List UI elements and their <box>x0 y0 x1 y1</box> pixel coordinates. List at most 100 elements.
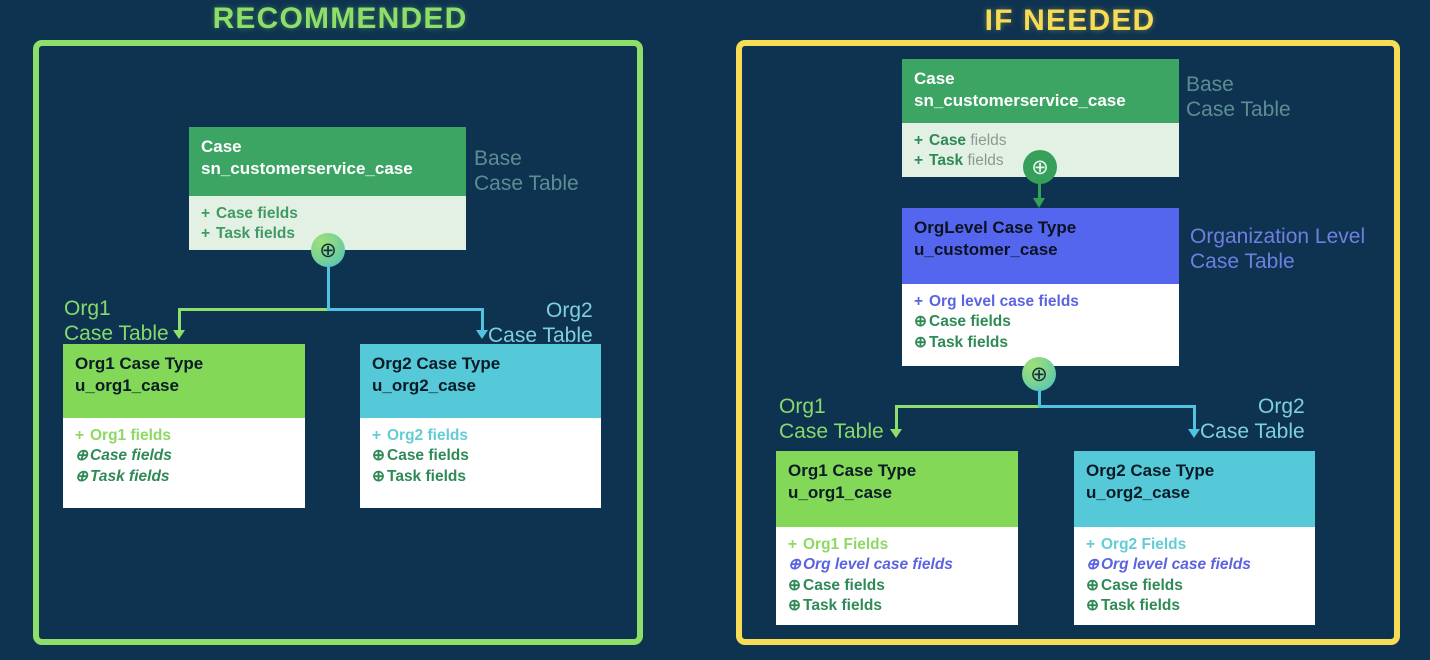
plus-icon: + <box>1086 536 1096 553</box>
field-label: Org level case fields <box>929 293 1079 310</box>
field-label: Org2 fields <box>387 427 468 444</box>
field-row: ⊕Org level case fields <box>1086 555 1303 575</box>
field-label: Case fields <box>803 576 885 594</box>
label-line1: Org2 <box>546 299 593 322</box>
field-row: ⊕Case fields <box>1086 576 1303 596</box>
field-label: Case fields <box>929 313 1011 331</box>
label-base-case-table-if-needed: Base Case Table <box>1186 72 1291 122</box>
label-line1: Org1 <box>779 395 826 418</box>
field-label: Task fields <box>387 467 466 485</box>
field-row: ⊕Case fields <box>788 576 1006 596</box>
card-org1-if-needed: Org1 Case Type u_org1_case +Org1 Fields … <box>776 451 1018 625</box>
field-row: ⊕Task fields <box>372 467 589 487</box>
card-title: Org2 Case Type <box>1086 461 1215 480</box>
label-line2: Case Table <box>474 172 579 196</box>
field-label: Task fields <box>90 467 170 485</box>
field-row: + Case fields <box>201 204 454 224</box>
label-org2-case-table-if-needed: Org2 Case Table <box>1200 394 1305 444</box>
card-title: Org1 Case Type <box>75 354 204 373</box>
field-label: Case fields <box>90 447 172 465</box>
field-label: Org1 Fields <box>803 536 889 553</box>
field-label: Task fields <box>1101 597 1180 615</box>
field-label: Case fields <box>1101 576 1183 594</box>
label-line2: Case Table <box>779 420 884 444</box>
label-line2: Case Table <box>488 324 593 348</box>
card-title: Case <box>201 137 242 156</box>
card-header: Org2 Case Type u_org2_case <box>1074 451 1315 527</box>
field-label: Case fields <box>216 205 298 222</box>
field-row: +Org1 Fields <box>788 535 1006 555</box>
card-orglevel-if-needed: OrgLevel Case Type u_customer_case +Org … <box>902 208 1179 366</box>
field-row: + Org1 fields <box>75 426 293 446</box>
field-row: ⊕Case fields <box>914 312 1167 332</box>
label-line2: Case Table <box>64 322 169 346</box>
plus-icon: + <box>372 427 382 444</box>
heading-if-needed: IF NEEDED <box>984 4 1156 37</box>
plus-icon: + <box>201 205 211 222</box>
card-title: Org1 Case Type <box>788 461 917 480</box>
connector-drop-left <box>178 308 181 332</box>
field-row: ⊕Case fields <box>372 446 589 466</box>
circle-plus-icon: ⊕ <box>372 467 385 485</box>
field-row: +Task fields <box>914 151 1167 171</box>
connector-drop-left <box>895 405 898 431</box>
label-line1: Organization Level <box>1190 225 1366 248</box>
label-org1-case-table-recommended: Org1 Case Table <box>64 296 169 346</box>
field-row: ⊕Org level case fields <box>788 555 1006 575</box>
field-row: ⊕Task fields <box>1086 596 1303 616</box>
field-label: Task fields <box>803 597 882 615</box>
field-label-light: fields <box>966 132 1007 149</box>
circle-plus-icon: ⊕ <box>914 333 927 351</box>
circle-plus-icon: ⊕ <box>788 556 801 574</box>
field-row: +Org level case fields <box>914 292 1167 312</box>
label-org1-case-table-if-needed: Org1 Case Table <box>779 394 884 444</box>
card-header: Org2 Case Type u_org2_case <box>360 344 601 418</box>
plus-badge-orglevel-if-needed: ⊕ <box>1022 357 1056 391</box>
card-title: Case <box>914 69 955 88</box>
card-subtitle: u_org2_case <box>372 375 476 395</box>
label-line1: Base <box>474 147 522 170</box>
field-row: +Case fields <box>914 131 1167 151</box>
card-base-case-if-needed: Case sn_customerservice_case +Case field… <box>902 59 1179 177</box>
heading-recommended: RECOMMENDED <box>212 2 468 35</box>
field-row: ⊕Case fields <box>75 446 293 466</box>
field-label: Org1 fields <box>90 427 171 444</box>
field-row: ⊕Task fields <box>788 596 1006 616</box>
card-header: Org1 Case Type u_org1_case <box>63 344 305 418</box>
label-line1: Base <box>1186 73 1234 96</box>
plus-icon: + <box>201 225 211 243</box>
label-line1: Org1 <box>64 297 111 320</box>
card-fields: + Org2 Fields ⊕Org level case fields ⊕Cas… <box>1074 527 1315 625</box>
arrow-down-left <box>890 429 902 438</box>
card-fields: + Org2 fields ⊕Case fields ⊕Task fields <box>360 418 601 508</box>
arrow-down-right <box>476 330 488 339</box>
connector-branch-left <box>895 405 1039 408</box>
circle-plus-icon: ⊕ <box>1086 597 1099 615</box>
card-fields: +Org1 fields ⊕Case fields ⊕Task fields <box>63 418 305 508</box>
plus-icon: + <box>75 427 85 444</box>
connector-branch-right <box>327 308 484 311</box>
field-label: Case fields <box>387 447 469 465</box>
field-row: ⊕Task fields <box>914 333 1167 353</box>
connector-base-to-orglevel <box>1038 180 1041 200</box>
field-row: + Org2 fields <box>372 426 589 446</box>
label-line2: Case Table <box>1190 250 1295 274</box>
plus-badge-base-recommended: ⊕ <box>311 233 345 267</box>
field-row: + Task fields <box>201 224 454 244</box>
label-line1: Org2 <box>1258 395 1305 418</box>
card-title: OrgLevel Case Type <box>914 218 1077 237</box>
field-label: Org2 Fields <box>1101 536 1187 553</box>
field-label: Task fields <box>216 225 295 243</box>
label-organization-level-case-table: Organization Level Case Table <box>1190 224 1365 274</box>
circle-plus-icon: ⊕ <box>372 447 385 465</box>
arrow-down-right <box>1188 429 1200 438</box>
circle-plus-icon: ⊕ <box>788 576 801 594</box>
field-label: Org level case fields <box>803 556 953 574</box>
connector-drop-right <box>1193 405 1196 431</box>
card-fields: +Org level case fields ⊕Case fields ⊕Tas… <box>902 284 1179 366</box>
card-title: Org2 Case Type <box>372 354 501 373</box>
field-label: Task fields <box>929 333 1008 351</box>
arrow-down-base-to-orglevel <box>1033 198 1045 208</box>
plus-badge-base-if-needed: ⊕ <box>1023 150 1057 184</box>
